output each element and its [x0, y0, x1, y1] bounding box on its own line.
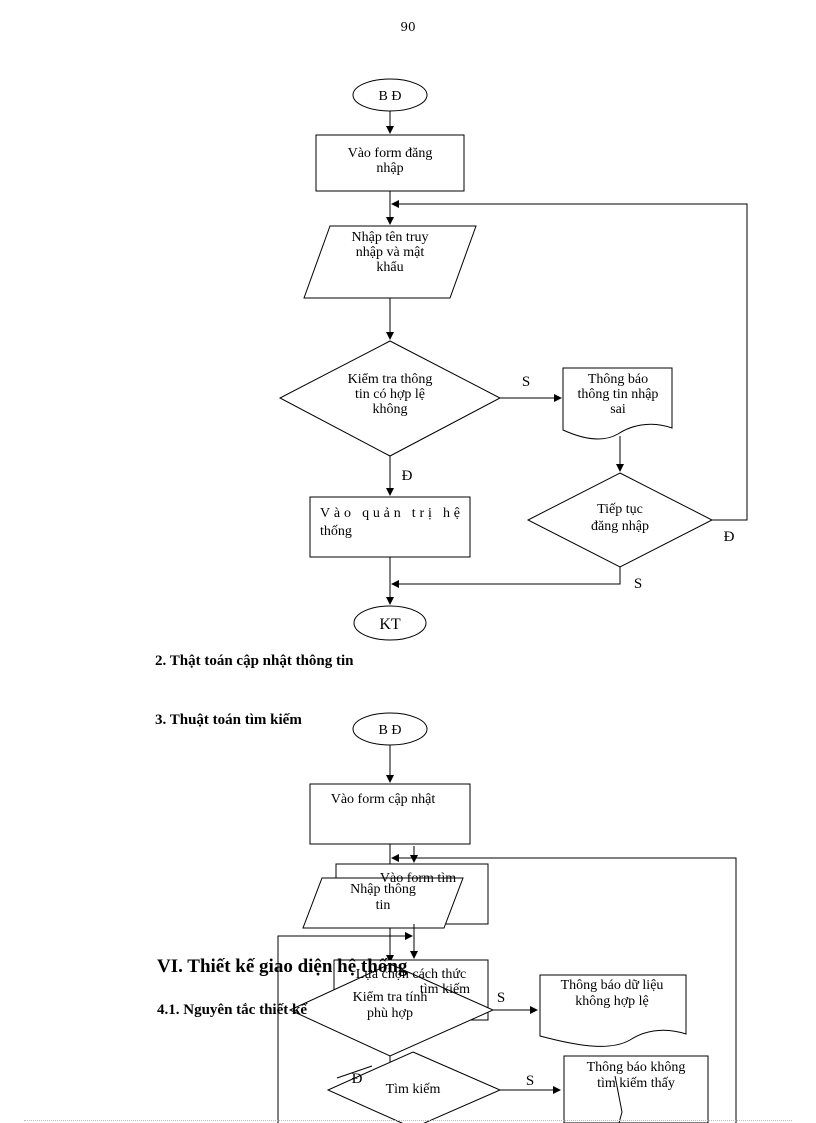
start-label: B Đ: [379, 89, 402, 104]
login-flowchart: [278, 78, 748, 641]
heading-interface-design: VI. Thiết kế giao diện hệ thống: [157, 956, 408, 977]
fit-check-line1: Kiểm tra tính: [353, 990, 428, 1005]
login-form-line1: Vào form đăng: [348, 146, 433, 161]
search-decision: [326, 1051, 502, 1123]
data-input: [302, 877, 464, 929]
admin-line2: thống: [320, 524, 352, 539]
credentials-input: [303, 225, 477, 299]
notfound-document: [563, 1055, 709, 1123]
data-input-line2: tin: [376, 898, 391, 913]
notfound-line2: tìm kiếm thấy: [597, 1076, 675, 1091]
edge-label-d3: Đ: [352, 1071, 363, 1087]
start2-label: B Đ: [379, 723, 402, 738]
error-document: [562, 367, 673, 440]
invalid-line1: Thông báo dữ liệu: [561, 978, 664, 993]
heading-search-algorithm: 3. Thuật toán tìm kiếm: [155, 712, 302, 728]
heading-update-algorithm: 2. Thật toán cập nhật thông tin: [155, 653, 354, 669]
page-bottom-rule: [24, 1120, 792, 1121]
edge-label-s3: S: [497, 990, 505, 1006]
search-flowchart-text: B Đ Vào form cập nhật Vào form tìm Nhập …: [331, 723, 686, 1097]
invalid-document: [539, 974, 687, 1047]
notfound-line1: Thông báo không: [587, 1060, 686, 1075]
choose-line2: tìm kiếm: [420, 982, 470, 997]
update-form-box: [309, 783, 471, 845]
input-line1: Nhập tên truy: [352, 230, 429, 245]
edge-label-d2: Đ: [724, 529, 735, 545]
search-flowchart: [277, 712, 737, 1123]
continue-line2: đăng nhập: [591, 519, 649, 534]
input-line3: khẩu: [376, 260, 403, 275]
heading-design-principles: 4.1. Nguyên tắc thiết kế: [157, 1002, 307, 1018]
error-line3: sai: [610, 402, 626, 417]
data-input-line1: Nhập thông: [350, 882, 416, 897]
edge-label-s1: S: [522, 374, 530, 390]
end-label: KT: [379, 616, 401, 633]
continue-line1: Tiếp tục: [597, 502, 643, 517]
check-line1: Kiểm tra thông: [348, 372, 433, 387]
error-line2: thông tin nhập: [578, 387, 659, 402]
error-line1: Thông báo: [588, 372, 648, 387]
edge-label-s4: S: [526, 1073, 534, 1089]
invalid-line2: không hợp lệ: [575, 994, 649, 1009]
login-form-line2: nhập: [376, 161, 403, 176]
edge-label-d1: Đ: [402, 468, 413, 484]
input-line2: nhập và mật: [356, 245, 425, 260]
admin-box: [309, 496, 471, 558]
page-number: 90: [400, 20, 416, 34]
choose-line1: Lựa chọn cách thức: [356, 967, 466, 982]
fit-check-line2: phù hợp: [367, 1006, 413, 1021]
check-line2: tin có hợp lệ: [355, 387, 425, 402]
update-form-label: Vào form cập nhật: [331, 792, 436, 807]
search-form-label: Vào form tìm: [380, 871, 456, 886]
search-label: Tìm kiếm: [386, 1082, 441, 1097]
login-form-box: [315, 134, 465, 192]
edge-label-s2: S: [634, 576, 642, 592]
check-line3: không: [373, 402, 408, 417]
end-terminal: [353, 605, 427, 641]
